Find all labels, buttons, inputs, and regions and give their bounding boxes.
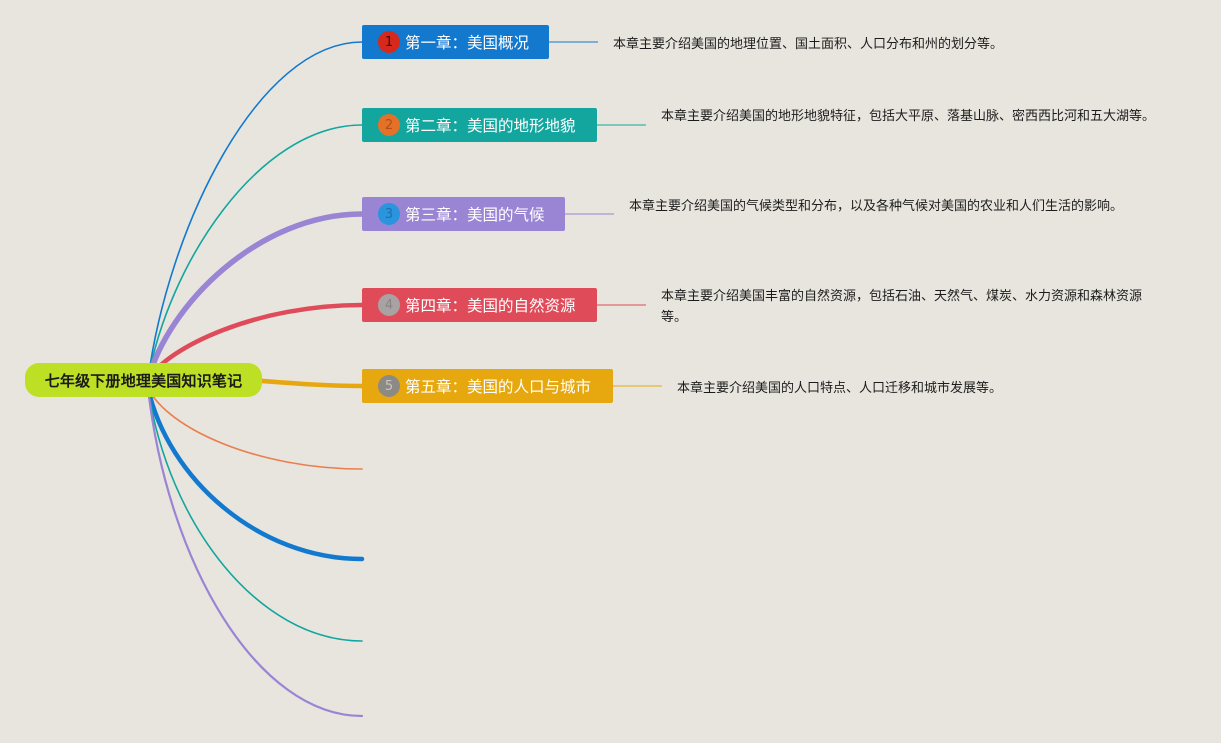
chapter-3-title: 第三章：美国的气候 xyxy=(405,206,545,224)
chapter-3-branch-line xyxy=(145,211,365,383)
empty-branch-line xyxy=(145,385,365,562)
chapter-1-node[interactable]: 1 第一章：美国概况 xyxy=(362,25,549,59)
chapter-5-title: 第五章：美国的人口与城市 xyxy=(405,378,592,396)
number-badge-icon: 2 xyxy=(378,114,400,136)
chapter-5-node[interactable]: 5 第五章：美国的人口与城市 xyxy=(362,369,613,403)
chapter-4-title: 第四章：美国的自然资源 xyxy=(405,297,576,315)
empty-branch-line xyxy=(147,387,363,470)
number-badge-icon: 3 xyxy=(378,203,400,225)
number-badge-icon: 5 xyxy=(378,375,400,397)
number-badge-icon: 1 xyxy=(378,31,400,53)
empty-branch-line xyxy=(147,387,363,642)
chapter-4-node[interactable]: 4 第四章：美国的自然资源 xyxy=(362,288,597,322)
chapter-2-description[interactable]: 本章主要介绍美国的地形地貌特征，包括大平原、落基山脉、密西西比河和五大湖等。 xyxy=(661,109,1156,124)
chapter-3-description[interactable]: 本章主要介绍美国的气候类型和分布，以及各种气候对美国的农业和人们生活的影响。 xyxy=(629,199,1124,214)
chapter-2-node[interactable]: 2 第二章：美国的地形地貌 xyxy=(362,108,597,142)
chapter-2-branch-line xyxy=(147,124,363,381)
chapter-1-title: 第一章：美国概况 xyxy=(405,34,530,52)
number-badge-icon: 4 xyxy=(378,294,400,316)
chapter-5-branch-line xyxy=(247,377,365,389)
empty-branch-line xyxy=(146,386,364,718)
chapter-3-node[interactable]: 3 第三章：美国的气候 xyxy=(362,197,565,231)
chapter-2-title: 第二章：美国的地形地貌 xyxy=(405,117,576,135)
chapter-5-description[interactable]: 本章主要介绍美国的人口特点、人口迁移和城市发展等。 xyxy=(677,381,1003,396)
root-topic[interactable]: 七年级下册地理美国知识笔记 xyxy=(25,363,262,397)
chapter-4-description[interactable]: 本章主要介绍美国丰富的自然资源，包括石油、天然气、煤炭、水力资源和森林资源等。 xyxy=(661,289,1143,325)
chapter-1-description[interactable]: 本章主要介绍美国的地理位置、国土面积、人口分布和州的划分等。 xyxy=(613,37,1004,52)
chapter-1-branch-line xyxy=(147,41,363,381)
